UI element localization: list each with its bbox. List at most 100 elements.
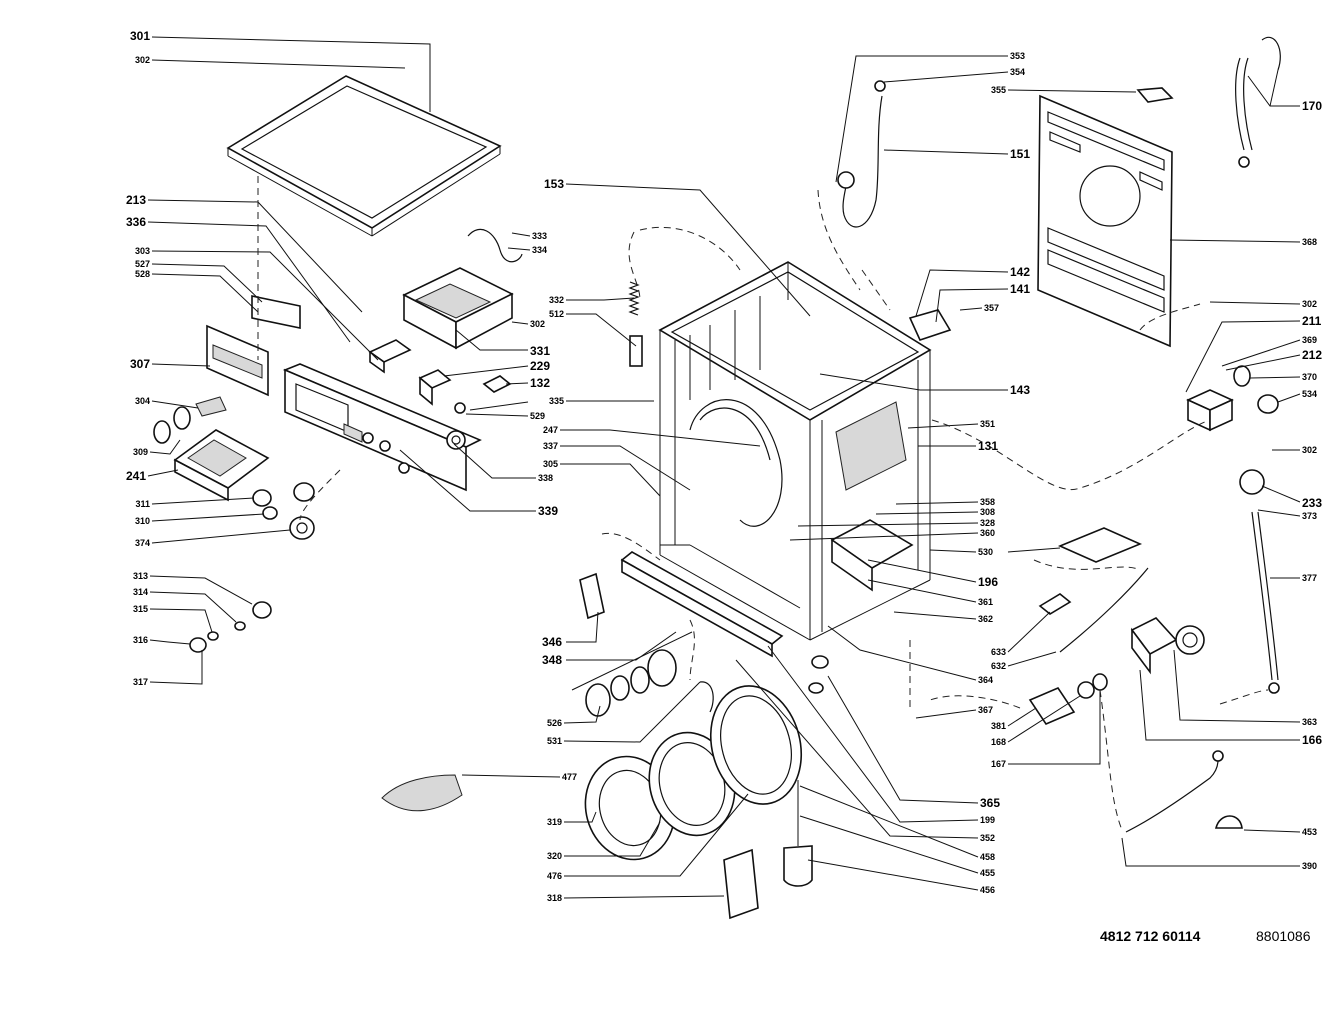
drawing-number: 8801086 <box>1256 928 1311 944</box>
callout-477: 477 <box>562 772 577 782</box>
callout-302b: 302 <box>530 319 545 329</box>
callout-229: 229 <box>530 359 550 373</box>
callout-381: 381 <box>991 721 1006 731</box>
callout-151: 151 <box>1010 147 1030 161</box>
callout-166: 166 <box>1302 733 1322 747</box>
detergent-drawer <box>173 429 270 502</box>
pipe-377 <box>1251 511 1279 681</box>
callout-332: 332 <box>549 295 564 305</box>
callout-353: 353 <box>1010 51 1025 61</box>
callout-196: 196 <box>978 575 998 589</box>
callout-320: 320 <box>547 851 562 861</box>
clamp-453 <box>1214 815 1243 829</box>
callout-304: 304 <box>135 396 150 406</box>
selector-316 <box>189 637 207 653</box>
board-527 <box>251 295 301 329</box>
callout-317: 317 <box>133 677 148 687</box>
callout-367: 367 <box>978 705 993 715</box>
knob-311 <box>252 489 272 507</box>
callout-199: 199 <box>980 815 995 825</box>
callout-302c: 302 <box>1302 299 1317 309</box>
callout-365: 365 <box>980 796 1000 810</box>
callout-453: 453 <box>1302 827 1317 837</box>
knob-outer <box>293 482 315 502</box>
callout-213: 213 <box>126 193 146 207</box>
callout-390: 390 <box>1302 861 1317 871</box>
callout-527: 527 <box>135 259 150 269</box>
callout-241: 241 <box>126 469 146 483</box>
part-number: 4812 712 60114 <box>1100 928 1201 944</box>
callout-355: 355 <box>991 85 1006 95</box>
callout-168: 168 <box>991 737 1006 747</box>
callout-143: 143 <box>1010 383 1030 397</box>
parts-layer <box>153 36 1281 920</box>
callout-labels: 301 302 213 336 303 527 528 307 304 309 … <box>126 29 1322 903</box>
callout-528: 528 <box>135 269 150 279</box>
callout-374: 374 <box>135 538 150 548</box>
callout-334: 334 <box>532 245 547 255</box>
callout-352: 352 <box>980 833 995 843</box>
knob-310 <box>262 506 278 520</box>
base-rail <box>620 551 784 645</box>
callout-167: 167 <box>991 759 1006 769</box>
callout-142: 142 <box>1010 265 1030 279</box>
dashed-guides <box>257 176 1269 831</box>
leader-lines <box>147 36 1301 899</box>
callout-309: 309 <box>133 447 148 457</box>
control-panel <box>282 363 482 492</box>
callout-141: 141 <box>1010 282 1030 296</box>
callout-313: 313 <box>133 571 148 581</box>
programmer-unit <box>402 267 514 350</box>
callout-363: 363 <box>1302 717 1317 727</box>
callout-316: 316 <box>133 635 148 645</box>
callout-212: 212 <box>1302 348 1322 362</box>
hose-390 <box>1125 759 1219 833</box>
callout-357: 357 <box>984 303 999 313</box>
callout-351: 351 <box>980 419 995 429</box>
cabinet-frame <box>658 261 932 694</box>
callout-308: 308 <box>980 507 995 517</box>
callout-305: 305 <box>543 459 558 469</box>
callout-335: 335 <box>549 396 564 406</box>
top-cover <box>226 75 502 237</box>
bracket-512 <box>629 335 643 367</box>
sensor-633 <box>1038 593 1072 615</box>
callout-311: 311 <box>135 499 150 509</box>
callout-534: 534 <box>1302 389 1317 399</box>
callout-455: 455 <box>980 868 995 878</box>
callout-307: 307 <box>130 357 150 371</box>
part-534 <box>1257 394 1279 414</box>
callout-233: 233 <box>1302 496 1322 510</box>
callout-314: 314 <box>133 587 148 597</box>
callout-358: 358 <box>980 497 995 507</box>
callout-531: 531 <box>547 736 562 746</box>
callout-318: 318 <box>547 893 562 903</box>
callout-211: 211 <box>1302 314 1322 328</box>
callout-512: 512 <box>549 309 564 319</box>
selector-315 <box>207 631 219 641</box>
rear-panel <box>1037 94 1173 348</box>
seal-530 <box>1057 527 1143 563</box>
callout-530: 530 <box>978 547 993 557</box>
callout-153: 153 <box>544 177 564 191</box>
callout-339: 339 <box>538 504 558 518</box>
callout-338: 338 <box>538 473 553 483</box>
drain-hose-170 <box>1235 57 1253 151</box>
callout-131: 131 <box>978 439 998 453</box>
filter-housing-381 <box>1028 687 1076 725</box>
panel-318 <box>723 848 759 920</box>
callout-456: 456 <box>980 885 995 895</box>
callout-315: 315 <box>133 604 148 614</box>
callout-247: 247 <box>543 425 558 435</box>
bracket-346 <box>579 572 605 620</box>
selector-313 <box>252 601 272 619</box>
knob-374 <box>289 516 315 540</box>
callout-310: 310 <box>135 516 150 526</box>
callout-328: 328 <box>980 518 995 528</box>
callout-337: 337 <box>543 441 558 451</box>
callout-368: 368 <box>1302 237 1317 247</box>
callout-632: 632 <box>991 661 1006 671</box>
callout-331: 331 <box>530 344 550 358</box>
callout-377: 377 <box>1302 573 1317 583</box>
heater-bracket <box>908 309 952 341</box>
